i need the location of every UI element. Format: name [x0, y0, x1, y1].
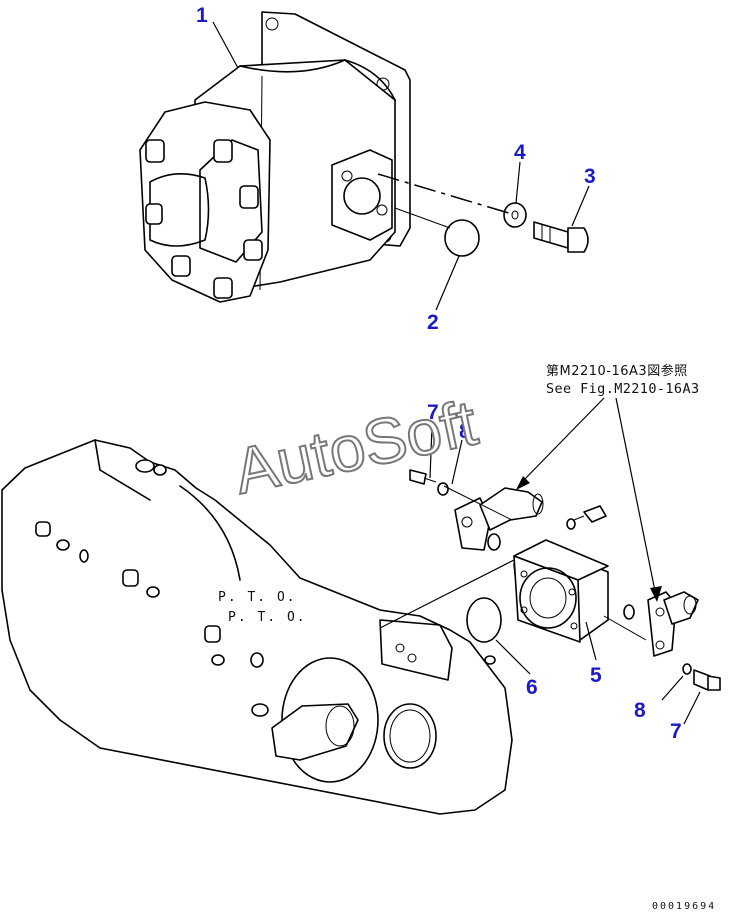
housing-plug	[146, 586, 160, 598]
pto-label-2: P. T. O.	[228, 610, 307, 625]
small-o-ring	[487, 533, 501, 551]
watermark: AutoSoft	[228, 386, 483, 508]
bolt-part-7-upper	[409, 469, 437, 485]
o-ring-part-6	[466, 597, 502, 643]
mounting-bolt	[573, 505, 607, 523]
bolt-part-3	[533, 221, 589, 253]
hydraulic-pump	[139, 11, 411, 303]
callout-4: 4	[514, 141, 526, 164]
washer-part-4	[503, 202, 527, 228]
pto-label-1: P. T. O.	[218, 590, 297, 605]
arrow-head	[516, 476, 530, 490]
pto-output-shaft	[271, 703, 359, 761]
housing-plug	[122, 569, 139, 587]
assembly-line	[379, 559, 515, 629]
elbow-fitting-upper	[454, 487, 544, 551]
washer-part-8-upper	[437, 482, 449, 496]
pto-housing	[1, 439, 513, 815]
cover-bolt-icon	[243, 239, 263, 261]
housing-plug	[79, 549, 89, 563]
callout-8-upper: 8	[459, 420, 471, 443]
pump-outlet-port	[343, 177, 381, 215]
housing-plug	[153, 464, 167, 476]
small-o-ring	[623, 604, 635, 620]
callout-7-lower: 7	[670, 720, 682, 743]
cover-bolt-icon	[239, 185, 259, 209]
housing-plug	[251, 703, 269, 717]
reference-note-jp: 第M2210-16A3図参照	[546, 363, 688, 379]
callout-5: 5	[590, 664, 602, 687]
pto-port	[383, 703, 437, 769]
cover-bolt-icon	[145, 139, 165, 163]
cover-bolt-icon	[213, 277, 233, 299]
callout-7-upper: 7	[427, 401, 439, 424]
flange-block-part-5	[513, 539, 609, 643]
cover-bolt-icon	[213, 139, 233, 163]
leader-lines	[212, 21, 701, 725]
callout-8-lower: 8	[634, 699, 646, 722]
elbow-fitting-lower	[623, 591, 699, 657]
assembly-centerline	[377, 173, 513, 215]
drawing-code: 00019694	[652, 901, 716, 912]
housing-plug	[204, 625, 221, 643]
bolt-part-7-lower	[693, 669, 721, 691]
washer-part-8-lower	[682, 663, 692, 675]
housing-plug	[56, 539, 70, 551]
o-ring-part-2	[444, 219, 480, 257]
arrow-head	[650, 586, 662, 602]
cover-bolt-icon	[171, 255, 191, 277]
pump-outlet-boss	[331, 149, 393, 241]
callout-2: 2	[427, 311, 439, 334]
callout-6: 6	[526, 676, 538, 699]
callout-3: 3	[584, 165, 596, 188]
flange-bolt-hole	[265, 17, 279, 31]
housing-plug	[35, 521, 51, 537]
housing-plug	[135, 459, 155, 473]
cover-bolt-icon	[145, 203, 163, 225]
reference-note-en: See Fig.M2210-16A3	[546, 381, 700, 397]
housing-plug	[211, 654, 225, 666]
pump-end-cover	[139, 101, 271, 303]
housing-plug	[250, 652, 264, 668]
callout-1: 1	[196, 4, 208, 27]
